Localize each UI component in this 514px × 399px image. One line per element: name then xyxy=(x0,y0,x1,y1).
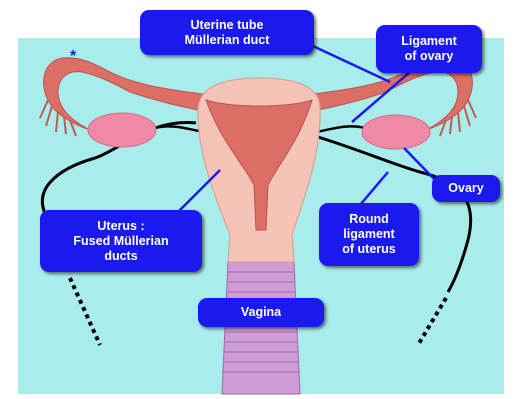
round-ligament-line2: ligament xyxy=(343,227,394,242)
callout-uterus: Uterus : Fused Müllerian ducts xyxy=(40,210,202,272)
uterus-line3: ducts xyxy=(104,249,137,264)
round-ligament-line1: Round xyxy=(349,212,389,227)
ligament-of-ovary-line1: Ligament xyxy=(401,34,457,49)
callout-vagina: Vagina xyxy=(198,298,324,327)
vagina-line1: Vagina xyxy=(241,305,281,320)
uterine-tube-line1: Uterine tube xyxy=(191,18,264,33)
ligament-of-ovary-line2: of ovary xyxy=(405,49,454,64)
ovary-right xyxy=(362,115,430,149)
round-ligament-line3: of uterus xyxy=(342,242,395,257)
uterus-line1: Uterus : xyxy=(97,219,144,234)
asterisk-marker: * xyxy=(70,48,77,65)
callout-ligament-of-ovary: Ligament of ovary xyxy=(376,25,482,73)
uterus-line2: Fused Müllerian xyxy=(73,234,168,249)
uterine-tube-line2: Müllerian duct xyxy=(185,33,270,48)
callout-uterine-tube: Uterine tube Müllerian duct xyxy=(140,10,314,55)
ovary-line1: Ovary xyxy=(448,181,483,196)
ovary-left xyxy=(88,113,156,147)
callout-round-ligament: Round ligament of uterus xyxy=(319,203,419,266)
callout-ovary: Ovary xyxy=(432,175,500,202)
